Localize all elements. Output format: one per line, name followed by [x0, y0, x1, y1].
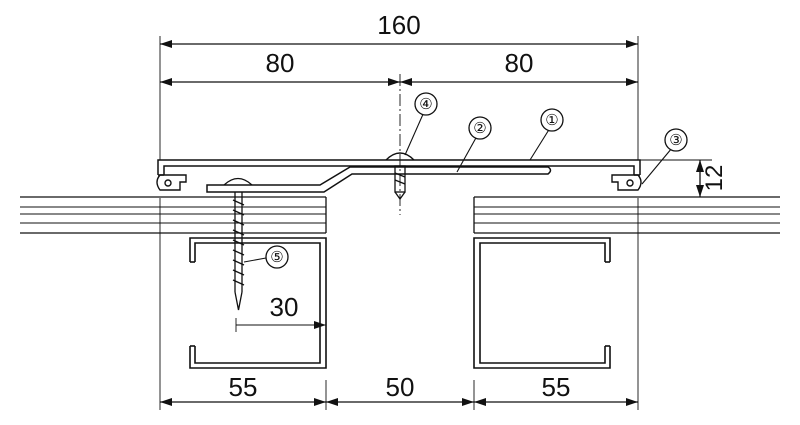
- dim-gap: 50: [386, 372, 415, 402]
- dim-overall-width: 160: [377, 10, 420, 40]
- callout-2-label: ②: [473, 120, 486, 137]
- leader-4: [404, 111, 425, 156]
- leader-5: [243, 257, 267, 263]
- center-rivet: [385, 152, 415, 201]
- dim-screw-offset: 30: [270, 292, 299, 322]
- leader-1: [529, 127, 551, 161]
- c-channel-right: [473, 237, 611, 369]
- dim-left-half: 80: [266, 48, 295, 78]
- callout-circle-3: [664, 128, 688, 152]
- callout-circles: [265, 92, 688, 269]
- leader-2: [456, 135, 478, 173]
- callout-circle-4: [414, 92, 438, 116]
- leader-3: [641, 147, 673, 185]
- c-channel-left: [189, 237, 327, 369]
- rubber-gasket-right: [611, 174, 642, 191]
- callout-circle-2: [468, 116, 492, 140]
- dim-right-flange: 55: [542, 372, 571, 402]
- callout-circle-1: [540, 108, 564, 132]
- callout-4-label: ④: [419, 96, 432, 113]
- callout-circle-5: [265, 245, 289, 269]
- dim-right-half: 80: [505, 48, 534, 78]
- dim-left-flange: 55: [229, 372, 258, 402]
- deck-slab-left: [20, 196, 327, 234]
- self-drilling-screw: [223, 177, 253, 311]
- slide-plate: [206, 166, 552, 193]
- dim-joint-height: 12: [701, 165, 728, 192]
- dimension-lines-top: [159, 36, 712, 215]
- callout-1-label: ①: [545, 112, 558, 129]
- callout-5-label: ⑤: [270, 249, 283, 266]
- rubber-gasket-left: [156, 174, 187, 191]
- callout-leaders: [243, 111, 673, 263]
- dimension-lines-bottom: [159, 198, 639, 410]
- deck-slab-right: [473, 196, 780, 234]
- arrowheads: [160, 40, 704, 406]
- callout-3-label: ③: [669, 132, 682, 149]
